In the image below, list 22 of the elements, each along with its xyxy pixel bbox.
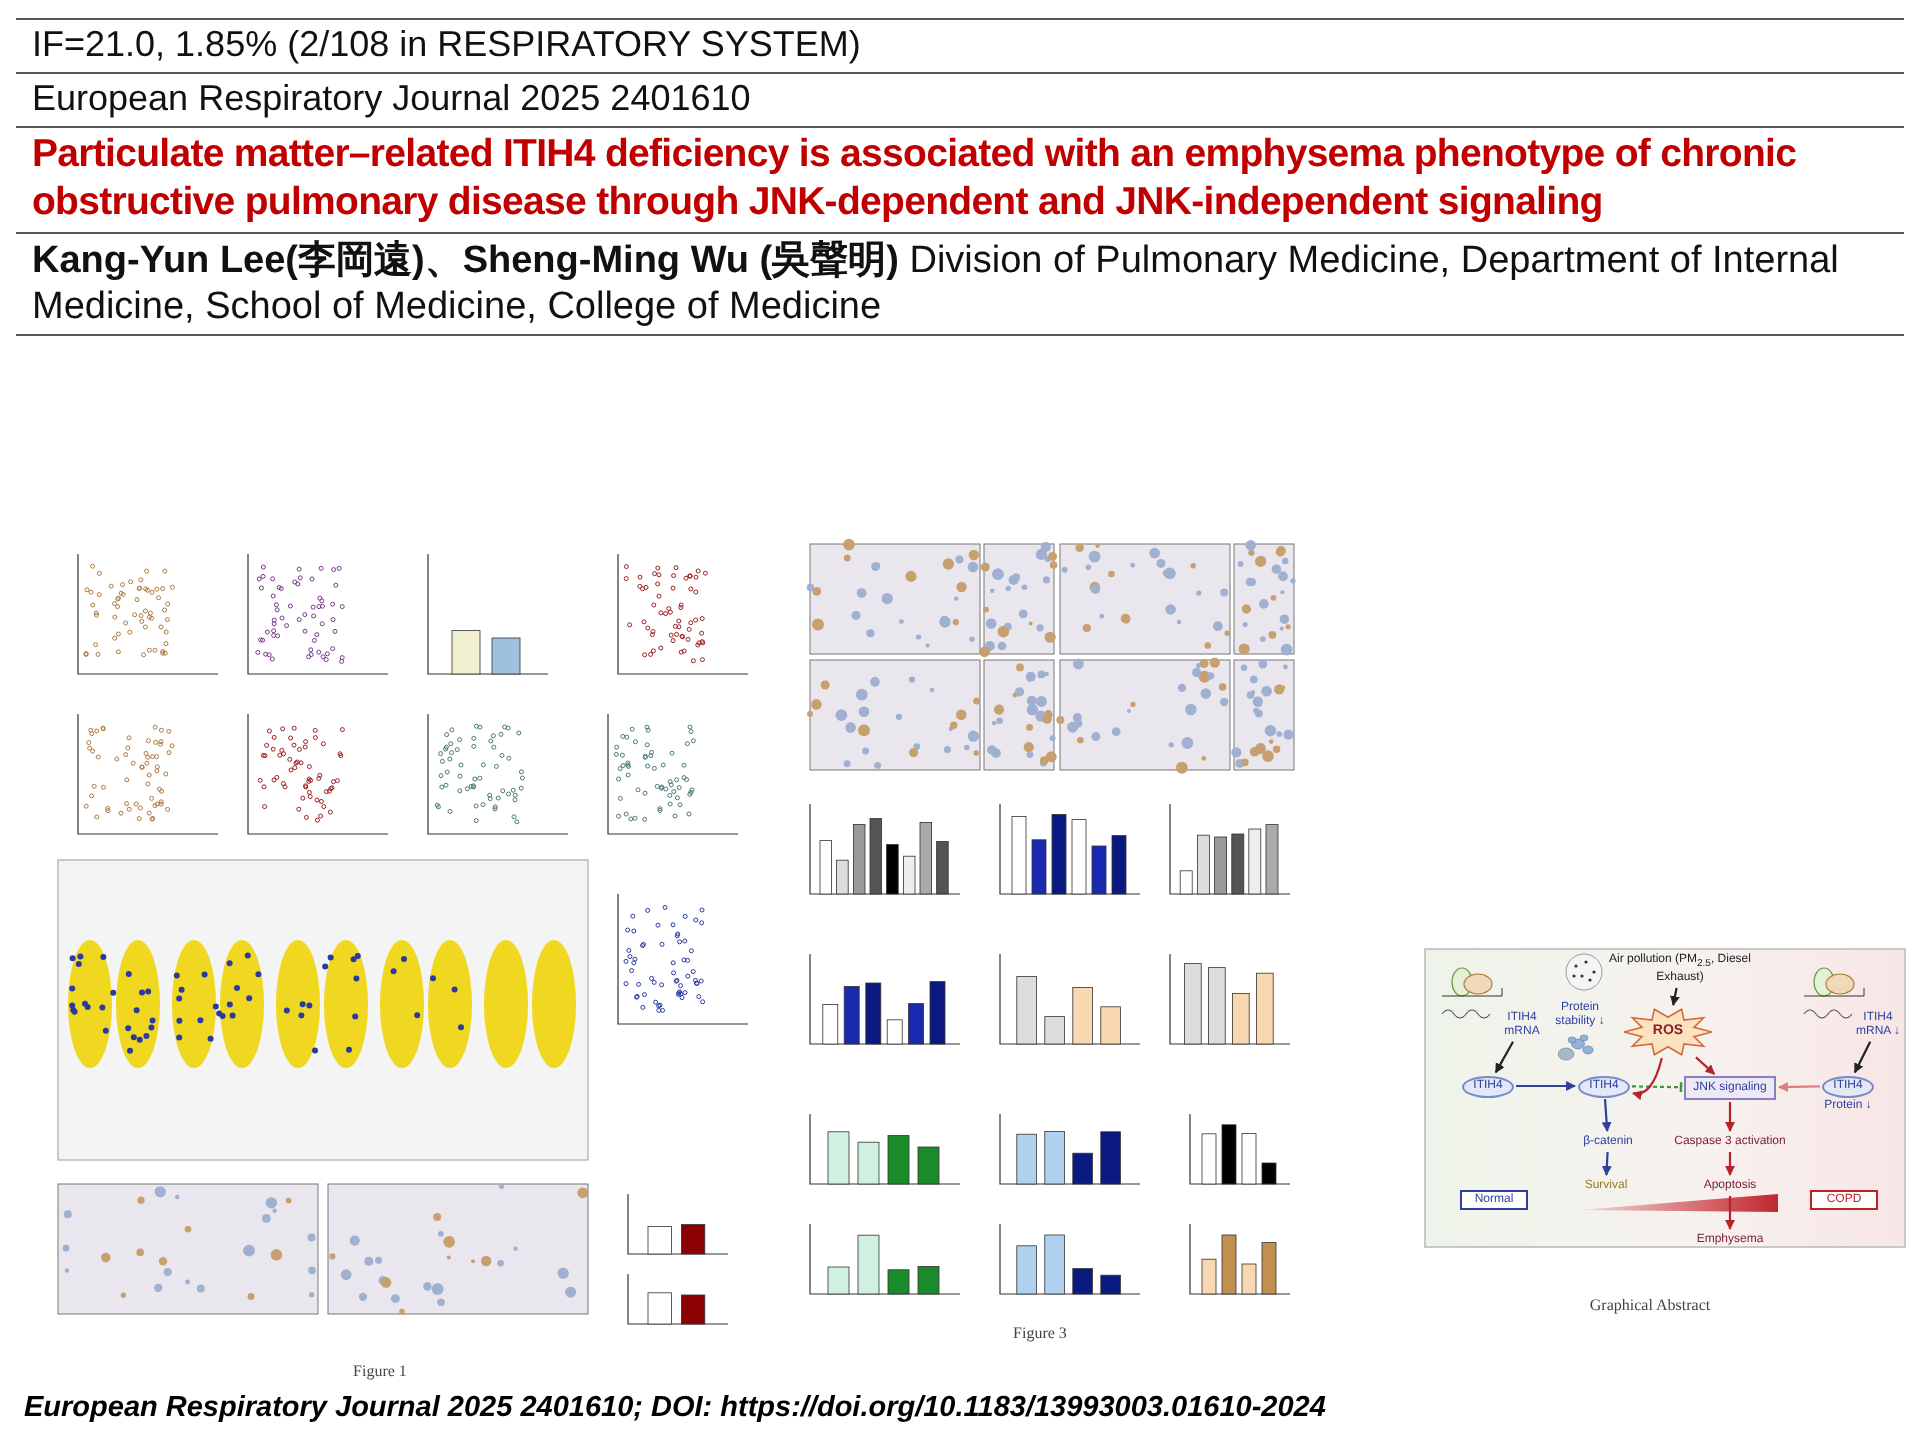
arrow — [1725, 1152, 1735, 1176]
arrow — [1853, 1041, 1872, 1074]
arrow — [1695, 1056, 1716, 1075]
footer-citation: European Respiratory Journal 2025 2401610; DOI: https://doi.org/10.1183/13993003.01610-2024 — [24, 1392, 1326, 1424]
figure-caption: Graphical Abstract — [1587, 1296, 1713, 1314]
figure-caption: Figure 1 — [351, 1362, 409, 1380]
paper-title: Particulate matter–related ITIH4 deficiency is associated with an emphysema phenotype of chronic obstructive pulmonary disease through JNK-dependent and JNK-independent signaling — [16, 126, 1904, 232]
arrow — [1725, 1196, 1735, 1230]
figure-caption: Figure 3 — [1011, 1324, 1069, 1342]
impact-factor-text: IF=21.0, 1.85% (2/108 in RESPIRATORY SYSTEM) — [16, 18, 1904, 72]
arrow — [1601, 1098, 1612, 1132]
arrow — [1632, 1057, 1663, 1100]
arrow — [1494, 1041, 1514, 1074]
arrow — [1778, 1082, 1821, 1092]
arrow — [1516, 1081, 1576, 1091]
inhibition-line — [1632, 1081, 1683, 1094]
abstract-panel — [1424, 948, 1906, 1248]
arrow — [1670, 987, 1680, 1006]
arrow — [1601, 1151, 1612, 1176]
arrow — [1725, 1102, 1735, 1132]
author-affiliation: Kang-Yun Lee(李岡遠)、Sheng-Ming Wu (吳聲明) Division of Pulmonary Medicine, Department of Internal Medicine, School of Medicine, College of Medicine — [16, 232, 1904, 337]
journal-citation: European Respiratory Journal 2025 2401610 — [16, 72, 1904, 126]
